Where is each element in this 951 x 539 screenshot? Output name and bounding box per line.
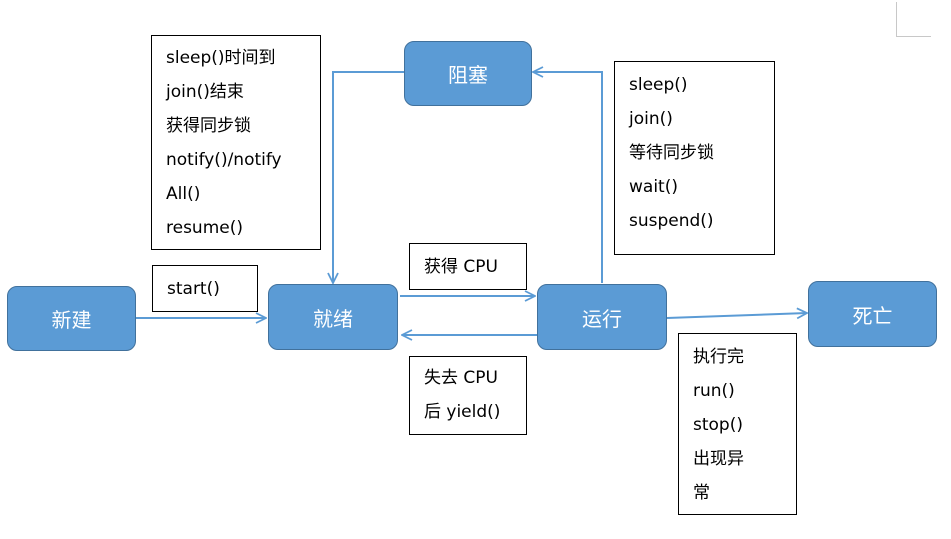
note-line: sleep(): [629, 75, 688, 95]
note-line: 等待同步锁: [629, 143, 714, 163]
note-line: 获得同步锁: [166, 116, 251, 136]
page-corner-mark: [896, 2, 931, 37]
note-line: stop(): [693, 415, 743, 435]
state-dead-label: 死亡: [852, 303, 893, 328]
arrow-running-to-dead: [666, 313, 807, 318]
state-blocked-label: 阻塞: [448, 63, 488, 87]
note-death-reasons: 执行完 run() stop() 出现异 常: [678, 333, 797, 515]
note-line: sleep()时间到: [166, 48, 276, 68]
arrow-blocked-to-ready: [333, 71, 404, 283]
state-running: 运行: [537, 284, 667, 350]
note-line: resume(): [166, 218, 243, 238]
state-running-label: 运行: [582, 306, 622, 331]
note-line: 失去 CPU: [424, 368, 498, 388]
note-lose-cpu: 失去 CPU 后 yield(): [409, 356, 527, 435]
note-line: run(): [693, 381, 735, 401]
note-line: 后 yield(): [424, 402, 501, 422]
note-wake-reasons: sleep()时间到 join()结束 获得同步锁 notify()/notif…: [151, 35, 321, 250]
state-new-label: 新建: [51, 308, 92, 332]
note-get-cpu: 获得 CPU: [409, 243, 527, 290]
note-line: join(): [629, 109, 673, 129]
note-line: suspend(): [629, 211, 714, 231]
state-ready-label: 就绪: [313, 306, 353, 331]
note-line: 获得 CPU: [424, 257, 498, 277]
state-blocked: 阻塞: [404, 41, 532, 106]
note-line: 常: [693, 483, 710, 503]
note-line: All(): [166, 184, 201, 204]
note-line: wait(): [629, 177, 678, 197]
note-line: 出现异: [693, 449, 744, 469]
note-line: join()结束: [166, 82, 244, 102]
note-start: start(): [152, 265, 258, 312]
state-dead: 死亡: [808, 281, 937, 347]
arrow-running-to-blocked: [533, 72, 603, 283]
note-line: start(): [167, 279, 220, 299]
note-block-reasons: sleep() join() 等待同步锁 wait() suspend(): [614, 61, 775, 255]
state-new: 新建: [7, 286, 136, 351]
note-line: notify()/notify: [166, 150, 282, 170]
note-line: 执行完: [693, 347, 744, 367]
state-ready: 就绪: [268, 284, 398, 350]
